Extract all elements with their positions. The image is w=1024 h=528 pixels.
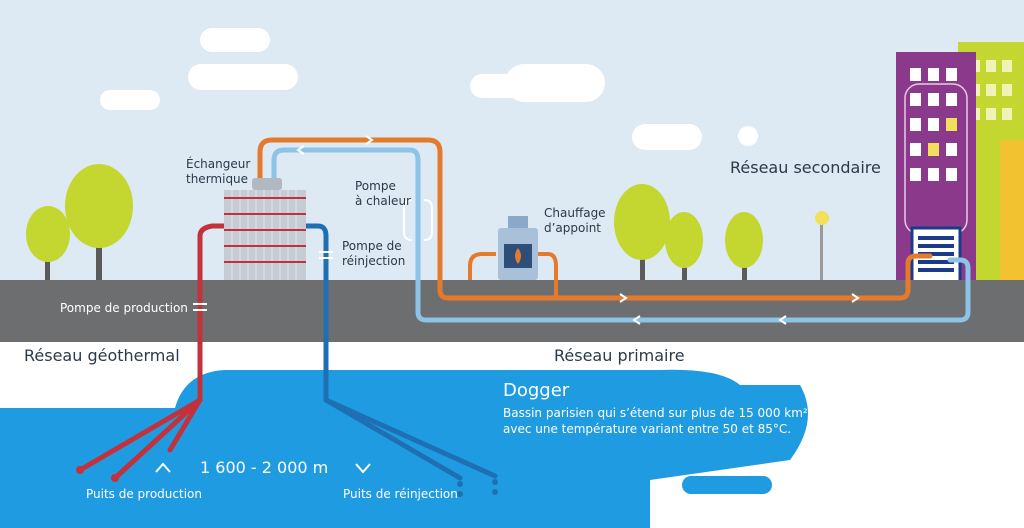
backup-boiler <box>468 216 558 296</box>
trees-left <box>26 164 133 280</box>
label-pompe-chaleur: Pompe à chaleur <box>355 179 411 208</box>
label-reseau-secondaire: Réseau secondaire <box>730 158 881 177</box>
up-arrow-icon <box>155 462 171 473</box>
trees-right <box>614 184 829 280</box>
label-echangeur: Échangeur thermique <box>186 157 251 186</box>
heat-pump-icon <box>423 199 433 241</box>
aquifer <box>0 369 808 528</box>
label-chauffage: Chauffage d’appoint <box>544 206 606 235</box>
label-depth: 1 600 - 2 000 m <box>200 458 329 477</box>
clouds <box>100 28 758 150</box>
well-tips <box>76 466 498 497</box>
geothermal-pipes <box>77 223 498 481</box>
flame-icon <box>515 248 521 264</box>
down-arrow-icon <box>355 463 371 474</box>
flow-arrows <box>296 135 860 325</box>
ground <box>0 280 1024 342</box>
label-pompe-reinjection: Pompe de réinjection <box>342 239 406 268</box>
pump-reinjection-icon <box>319 251 333 259</box>
label-puits-production: Puits de production <box>86 487 202 501</box>
heat-exchanger <box>224 178 306 280</box>
buildings <box>896 42 1024 286</box>
label-pompe-production: Pompe de production <box>60 301 188 315</box>
primary-pipes <box>257 137 971 323</box>
label-puits-reinjection: Puits de réinjection <box>343 487 458 501</box>
label-dogger-title: Dogger <box>503 380 570 401</box>
label-dogger-desc: Bassin parisien qui s’étend sur plus de … <box>503 406 808 437</box>
label-reseau-primaire: Réseau primaire <box>554 346 685 365</box>
pump-production-icon <box>193 303 207 311</box>
label-reseau-geothermal: Réseau géothermal <box>24 346 180 365</box>
